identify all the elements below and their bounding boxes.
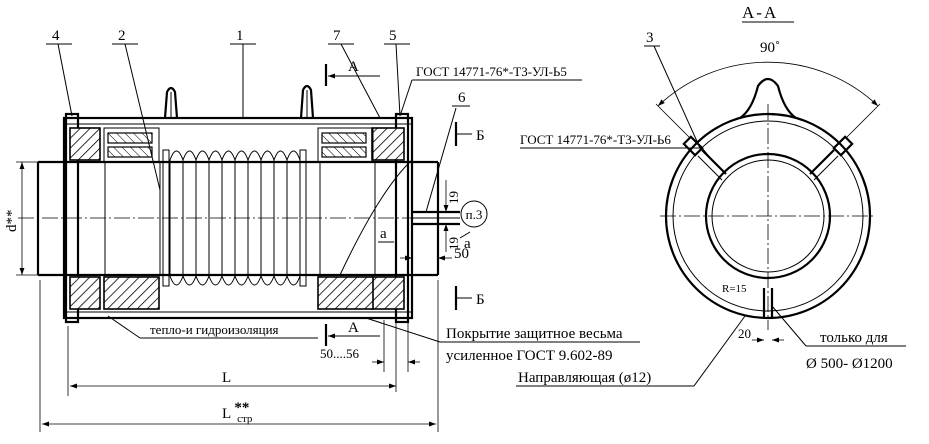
dim-19-top-label: 19	[446, 191, 461, 204]
detail-a-marker: а а	[378, 226, 471, 252]
lifting-lug-left	[163, 86, 179, 119]
callout-1: 1	[236, 28, 244, 44]
section-title: А-А	[742, 3, 778, 22]
section-a-bottom-label: А	[348, 320, 359, 336]
p3-detail-circle	[460, 200, 488, 228]
left-end-ring	[69, 127, 101, 310]
dim-50-56: 50....56	[320, 320, 420, 392]
angle-90-label: 90˚	[760, 40, 780, 56]
dim-19-bottom: 19	[443, 224, 461, 252]
section-gost-callout: ГОСТ 14771-76*-Т3-УЛ-Ь6	[520, 132, 713, 161]
right-guide-block	[317, 127, 374, 310]
section-dim-20: 20	[738, 326, 784, 343]
dim-50-56-label: 50....56	[320, 346, 360, 361]
coating-callout: Покрытие защитное весьма усиленное ГОСТ …	[365, 317, 640, 364]
section-support-right	[809, 135, 854, 181]
section-view: А-А 90˚	[520, 3, 906, 372]
dim-L-str-main: L	[222, 406, 231, 422]
section-guide-rod	[762, 288, 774, 318]
section-only-for-line2: Ø 500- Ø1200	[806, 356, 893, 372]
inner-pipe	[36, 160, 440, 277]
p3-label: п.3	[466, 207, 483, 222]
dim-L-str: L ** стр	[39, 280, 439, 432]
callout-6: 6	[458, 90, 466, 106]
insulation-label: тепло-и гидроизоляция	[150, 322, 279, 337]
gost-weld-top-label: ГОСТ 14771-76*-Т3-УЛ-Ь5	[416, 64, 567, 79]
angle-90: 90˚	[655, 40, 881, 139]
section-a-top-marker: А	[324, 59, 380, 86]
callout-7: 7	[333, 28, 341, 44]
dim-L-label: L	[222, 370, 231, 386]
callout-2: 2	[118, 28, 126, 44]
dim-L: L	[67, 326, 396, 396]
detail-a-left: а	[380, 226, 387, 242]
dim-d-label: d**	[4, 210, 20, 233]
callout-leaders	[46, 43, 582, 213]
section-pipe-outer	[704, 152, 832, 280]
dim-50-label: 50	[454, 246, 469, 262]
callout-4: 4	[52, 28, 60, 44]
callout-5: 5	[389, 28, 397, 44]
section-gost-label: ГОСТ 14771-76*-Т3-УЛ-Ь6	[520, 132, 671, 147]
section-b-bottom-label: Б	[476, 292, 485, 308]
section-callout-3-label: 3	[646, 30, 654, 46]
main-view: п.3 А А Б Б	[4, 28, 746, 432]
detail-a-right: а	[464, 236, 471, 252]
dim-L-str-label: L ** стр	[222, 400, 253, 425]
dim-L-str-sub: стр	[237, 413, 253, 425]
section-radius-label: R=15	[722, 283, 747, 295]
dim-d: d**	[4, 161, 38, 276]
coating-label-line2: усиленное ГОСТ 9.602-89	[446, 348, 612, 364]
guide-label: Направляющая (ø12)	[518, 370, 651, 386]
coating-label-line1: Покрытие защитное весьма	[446, 326, 623, 342]
dim-50: 50	[400, 246, 469, 262]
dim-19-top: 19	[443, 180, 461, 212]
guide-callout: Направляющая (ø12)	[516, 315, 746, 387]
section-only-for-callout: только для Ø 500- Ø1200	[771, 305, 906, 372]
section-lifting-lug	[739, 77, 797, 119]
insulation-callout: тепло-и гидроизоляция	[107, 315, 318, 339]
left-guide-block	[103, 127, 160, 310]
section-b-bottom-marker: Б	[454, 286, 485, 310]
lifting-lug-right	[299, 84, 315, 119]
section-support-left	[682, 135, 727, 181]
section-outer-inner-circle	[672, 120, 864, 312]
section-pipe-inner	[711, 159, 825, 273]
section-a-bottom-marker: А	[324, 320, 380, 346]
section-b-top-label: Б	[476, 128, 485, 144]
right-end-ring	[371, 127, 405, 310]
section-b-top-marker: Б	[454, 122, 485, 146]
dim-L-str-sup: **	[234, 400, 249, 416]
section-callout-3: 3	[644, 30, 701, 149]
section-only-for-line1: только для	[820, 330, 888, 346]
dim-19-bottom-label: 19	[446, 237, 461, 250]
section-outer-circle	[664, 112, 872, 320]
guide-rod	[339, 159, 460, 276]
section-dim-20-label: 20	[738, 326, 751, 341]
